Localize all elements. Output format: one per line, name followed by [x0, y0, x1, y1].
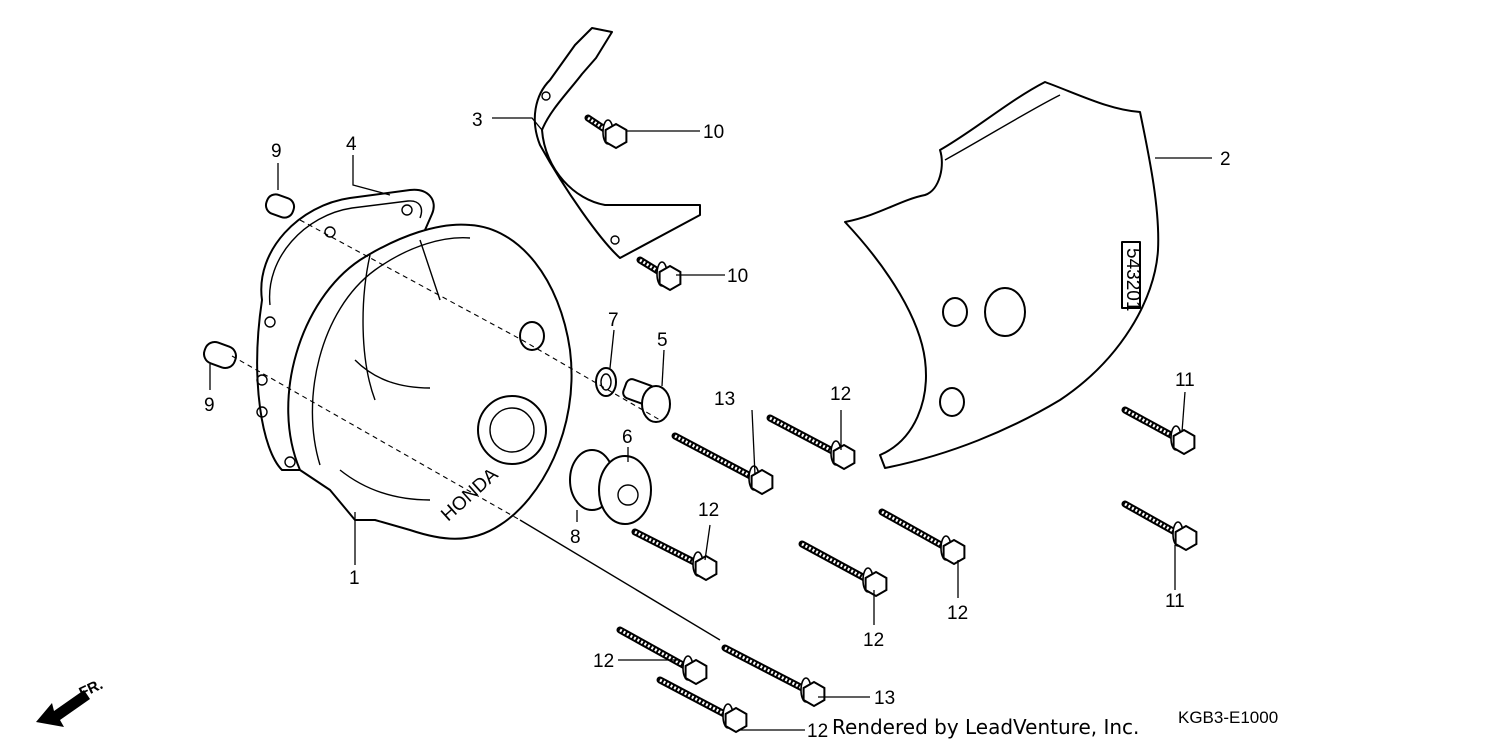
bolt-12-b[interactable]: [631, 528, 718, 582]
dowel-pin-lower[interactable]: [201, 339, 239, 371]
side-cover-part[interactable]: 543201: [844, 81, 1160, 469]
crankcase-cover-part[interactable]: HONDA: [287, 223, 573, 540]
label-part-9-lower: 9: [204, 395, 215, 416]
front-arrow-label: FR.: [77, 676, 106, 702]
label-part-13-lower: 13: [874, 688, 895, 709]
dowel-pin-upper[interactable]: [263, 192, 296, 220]
label-part-12-e: 12: [593, 651, 614, 672]
bolt-13-upper[interactable]: [671, 432, 774, 496]
label-part-12-f: 12: [807, 721, 828, 742]
label-part-9-upper: 9: [271, 141, 282, 162]
label-part-10-upper: 10: [703, 122, 724, 143]
diagram-code: KGB3-E1000: [1178, 708, 1279, 727]
label-part-3: 3: [472, 110, 483, 131]
bolt-10-lower[interactable]: [636, 256, 682, 292]
front-arrow-icon: [36, 690, 90, 727]
bracket-part[interactable]: [533, 27, 701, 259]
part-labels: 1 2 3 4 5 6 7 8 9 9 10 10 11 11 12 12 12…: [204, 110, 1231, 742]
label-part-5: 5: [657, 330, 668, 351]
bolt-12-c[interactable]: [798, 540, 888, 598]
bolt-12-d[interactable]: [878, 508, 966, 566]
label-part-7: 7: [608, 310, 619, 331]
alignment-line-upper: [299, 219, 661, 421]
leader-lines: [209, 117, 1212, 731]
bolts-group: [584, 114, 1198, 734]
bolt-12-f[interactable]: [656, 676, 748, 734]
label-part-12-c: 12: [863, 630, 884, 651]
alignment-line-bolt: [519, 519, 721, 641]
bolt-12-a[interactable]: [766, 414, 856, 471]
bolt-10-upper[interactable]: [584, 114, 628, 150]
bolt-13-lower[interactable]: [721, 644, 826, 708]
label-part-13-upper: 13: [714, 389, 735, 410]
credit-text: Rendered by LeadVenture, Inc.: [832, 715, 1140, 739]
label-part-2: 2: [1220, 149, 1231, 170]
label-part-12-d: 12: [947, 603, 968, 624]
side-cover-stamp: 543201: [1122, 248, 1143, 311]
label-part-11-upper: 11: [1175, 370, 1195, 391]
label-part-12-b: 12: [698, 500, 719, 521]
label-part-8: 8: [570, 527, 581, 548]
label-part-12-a: 12: [830, 384, 851, 405]
label-part-4: 4: [346, 134, 357, 155]
alignment-line-lower: [231, 355, 521, 521]
label-part-11-lower: 11: [1165, 591, 1185, 612]
label-part-1: 1: [349, 568, 360, 589]
label-part-10-lower: 10: [727, 266, 748, 287]
bolt-12-e[interactable]: [616, 626, 708, 686]
label-part-6: 6: [622, 427, 633, 448]
washer-part[interactable]: [595, 367, 617, 397]
bolt-11-upper[interactable]: [1121, 406, 1196, 456]
bolt-11-lower[interactable]: [1121, 500, 1198, 552]
cap-part[interactable]: [569, 449, 652, 525]
front-arrow: FR.: [36, 676, 106, 727]
